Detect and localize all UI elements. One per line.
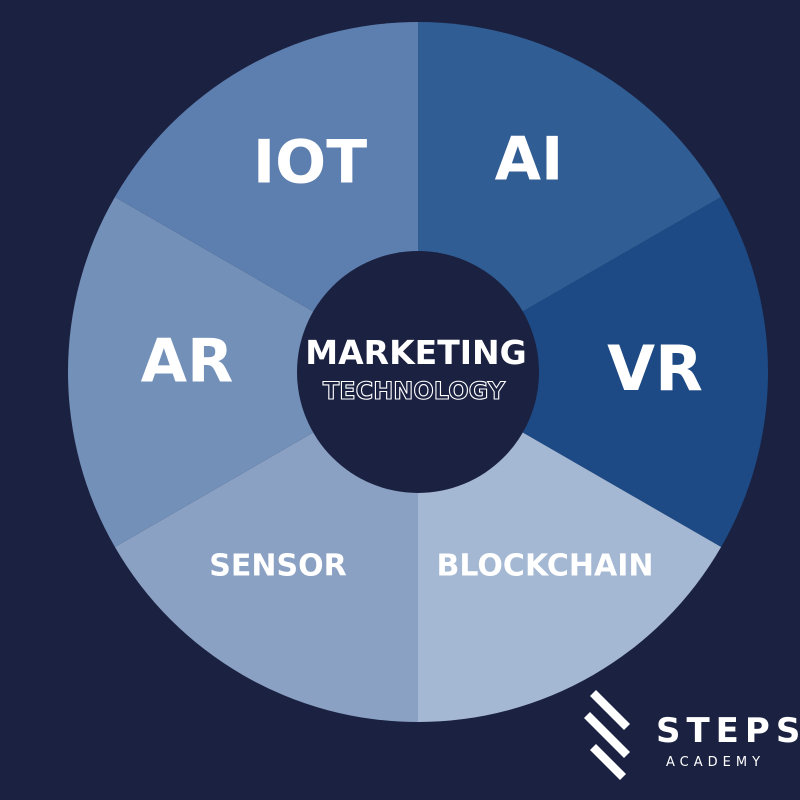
segment-vr (418, 197, 768, 547)
segment-label-sensor: SENSOR (209, 549, 346, 584)
segment-label-ar: AR (141, 327, 234, 397)
segment-label-ai: AI (495, 125, 564, 195)
segment-label-vr: VR (607, 332, 703, 405)
brand-name: STEPS (656, 711, 800, 751)
brand-tagline: ACADEMY (666, 755, 766, 770)
steps-logo-icon (584, 690, 630, 780)
segment-label-blockchain: BLOCKCHAIN (437, 549, 654, 584)
center-title: MARKETING (305, 333, 526, 372)
center-subtitle: TECHNOLOGY (323, 377, 506, 405)
segment-ar (67, 197, 419, 547)
segment-label-iot: IOT (253, 128, 367, 198)
center-hub (297, 251, 539, 493)
